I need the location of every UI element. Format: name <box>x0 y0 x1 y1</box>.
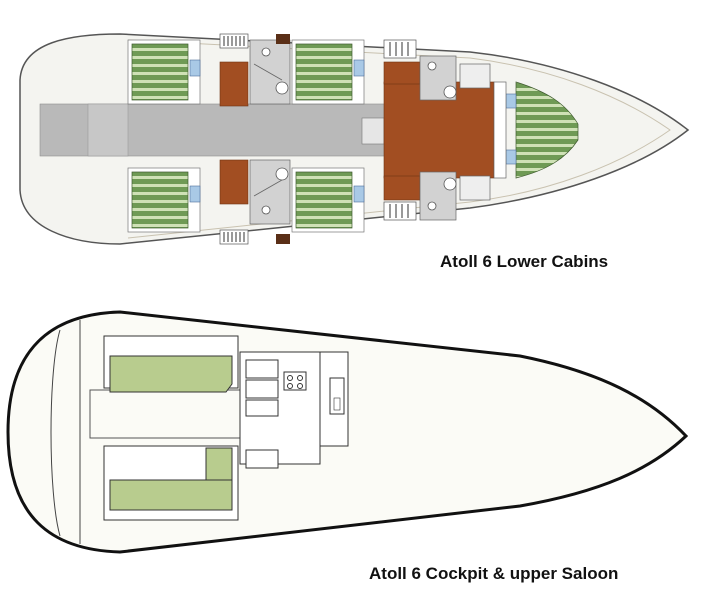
sink-fwd-port <box>459 63 491 89</box>
bunk-forward-vberth <box>505 81 579 179</box>
cockpit-seat-starboard <box>103 445 239 521</box>
chart-table-detail <box>333 397 341 411</box>
floor-strip-stbd-aft <box>219 159 249 205</box>
upper-saloon-plan <box>6 310 689 554</box>
cockpit-sole <box>89 389 241 439</box>
bunk-aft-starboard <box>127 167 201 233</box>
head-aft-starboard <box>249 159 291 225</box>
nav-block-port <box>276 34 290 44</box>
bunk-mid-port <box>291 39 365 105</box>
floor-strip-stbd-mid <box>383 175 421 201</box>
caption-lower-cabins: Atoll 6 Lower Cabins <box>440 252 609 271</box>
head-forward-port <box>419 55 457 101</box>
galley-sink-lower <box>245 449 279 469</box>
head-aft-port <box>249 39 291 105</box>
cockpit-seat-port <box>103 335 239 393</box>
bunk-mid-starboard <box>291 167 365 233</box>
chart-table-icon <box>329 377 345 415</box>
locker-mid-port <box>383 39 417 59</box>
locker-aft-port <box>219 33 249 49</box>
caption-cockpit-upper-saloon: Atoll 6 Cockpit & upper Saloon <box>369 564 619 583</box>
stove-icon <box>283 371 307 391</box>
lower-corridor-aft-step <box>87 103 129 157</box>
lower-cabins-plan <box>19 33 690 245</box>
head-forward-starboard <box>419 171 457 221</box>
nav-block-starboard <box>276 234 290 244</box>
upper-aft-arc <box>50 329 61 537</box>
sink-fwd-starboard <box>459 175 491 201</box>
companionway-steps <box>361 117 385 145</box>
locker-aft-starboard <box>219 229 249 245</box>
lower-inner-deck-line <box>127 39 671 239</box>
galley-unit-2 <box>245 379 279 399</box>
floor-strip-port-mid <box>383 61 421 85</box>
bunk-aft-port <box>127 39 201 105</box>
galley-unit-1 <box>245 359 279 379</box>
bulkhead-fwd <box>493 81 507 179</box>
locker-mid-starboard <box>383 201 417 221</box>
floor-strip-port-aft <box>219 61 249 107</box>
galley-unit-3 <box>245 399 279 417</box>
